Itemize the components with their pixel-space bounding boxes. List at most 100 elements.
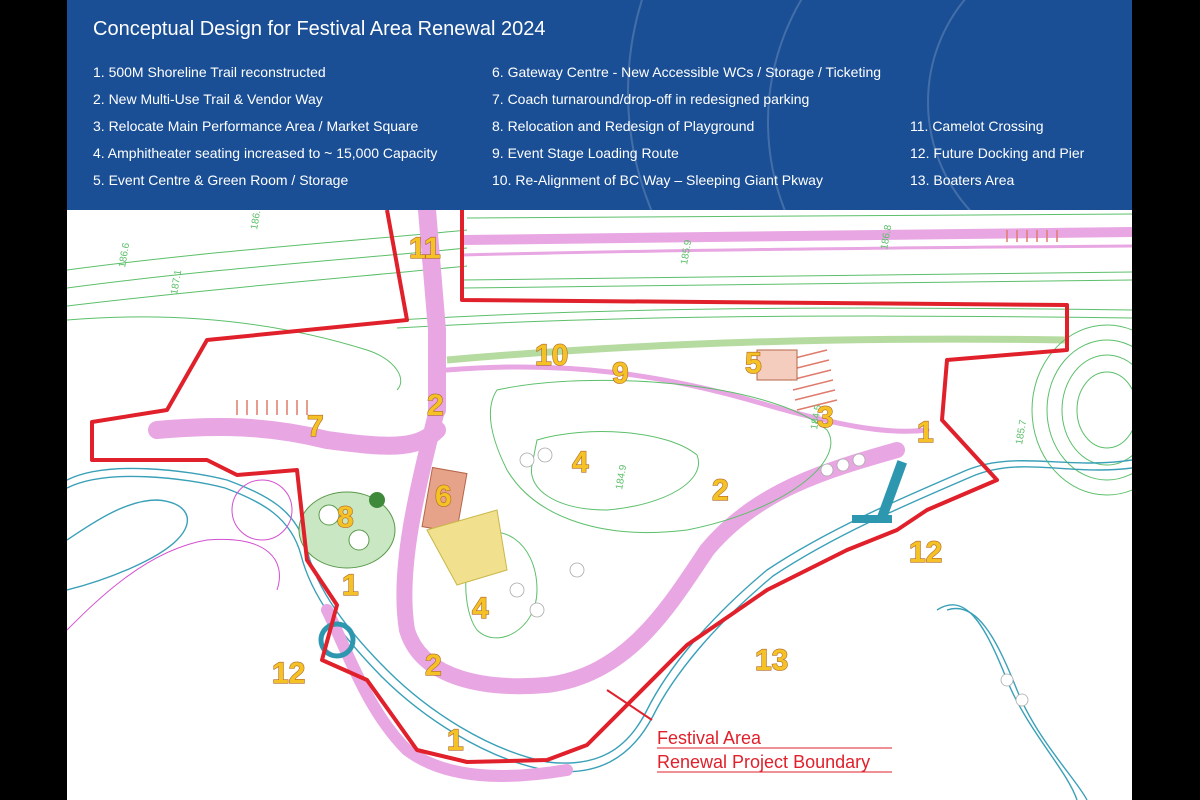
highway-band xyxy=(461,227,1132,257)
area-label-7: 7 xyxy=(307,410,324,443)
area-label-11: 11 xyxy=(409,232,441,265)
legend-item: 7. Coach turnaround/drop-off in redesign… xyxy=(492,91,810,107)
parking-hatch xyxy=(786,349,838,411)
area-labels: 1 1 1 2 2 2 3 4 4 5 6 7 8 9 10 11 12 12 … xyxy=(271,231,943,757)
contour-loop xyxy=(489,379,832,533)
contour-label: 186.7 xyxy=(249,210,264,231)
area-label-12: 12 xyxy=(272,657,305,690)
legend-item: 8. Relocation and Redesign of Playground xyxy=(492,118,755,134)
legend-item: 12. Future Docking and Pier xyxy=(910,145,1085,161)
area-label-12: 12 xyxy=(909,536,942,569)
header-swirl-decoration xyxy=(927,0,1132,210)
contour-loop xyxy=(530,431,699,511)
dock-pier xyxy=(877,460,907,520)
tree-icon xyxy=(509,582,525,598)
parking-stalls xyxy=(236,230,1058,415)
legend-item: 5. Event Centre & Green Room / Storage xyxy=(93,172,349,188)
playground-circle xyxy=(318,504,340,526)
header-swirl-decoration xyxy=(627,0,1132,210)
area-label-10: 10 xyxy=(535,339,568,372)
tree-icon xyxy=(369,492,385,508)
event-centre-building xyxy=(756,349,798,381)
contour-ring xyxy=(1061,354,1132,466)
contour-label: 186.6 xyxy=(117,242,132,269)
map-frame: Conceptual Design for Festival Area Rene… xyxy=(67,0,1132,800)
dock-circle xyxy=(318,621,356,659)
tree-icon xyxy=(529,602,545,618)
page-title: Conceptual Design for Festival Area Rene… xyxy=(93,18,546,40)
contour-line xyxy=(466,213,1132,219)
contour-label: 185.9 xyxy=(679,239,694,266)
area-label-2: 2 xyxy=(425,649,442,682)
legend-item: 13. Boaters Area xyxy=(910,172,1015,188)
docks xyxy=(318,460,907,659)
tree-icon xyxy=(537,447,553,463)
contour-label: 186.8 xyxy=(879,224,894,251)
contour-ring xyxy=(1076,371,1132,449)
tree-icon xyxy=(569,562,585,578)
legend-item: 3. Relocate Main Performance Area / Mark… xyxy=(93,118,419,134)
callout-line xyxy=(606,689,653,721)
area-label-6: 6 xyxy=(435,480,452,513)
trail-camelot-crossing xyxy=(418,210,446,419)
area-label-9: 9 xyxy=(612,357,629,390)
parkway-strip xyxy=(446,335,1068,364)
contour-ring xyxy=(1046,339,1132,481)
dock-pier xyxy=(852,515,892,523)
contour-loop xyxy=(465,531,538,639)
water-edge xyxy=(946,607,1088,800)
legend-item: 6. Gateway Centre - New Accessible WCs /… xyxy=(492,64,882,80)
contour-label: 184.5 xyxy=(809,404,824,431)
contour-line xyxy=(396,307,1132,321)
contour-line xyxy=(396,315,1132,329)
boundary-callout-line1: Festival Area xyxy=(657,728,762,748)
contour-label: 187.1 xyxy=(169,269,184,296)
playground-circle xyxy=(348,529,370,551)
trail-parking xyxy=(148,418,446,455)
header-swirl-decoration xyxy=(767,0,1132,210)
outline-path xyxy=(67,538,280,631)
area-label-4: 4 xyxy=(572,446,589,479)
area-label-1: 1 xyxy=(917,416,934,449)
road-contours xyxy=(67,213,1132,391)
legend-item: 4. Amphitheater seating increased to ~ 1… xyxy=(93,145,438,161)
area-label-5: 5 xyxy=(745,347,762,380)
tree-icon xyxy=(519,452,535,468)
playground-area xyxy=(298,491,396,569)
area-label-13: 13 xyxy=(755,644,788,677)
contour-line xyxy=(67,316,402,391)
contour-label: 184.9 xyxy=(614,464,629,491)
park-outline xyxy=(67,479,293,631)
hill-contours-right xyxy=(1031,324,1132,496)
boundary-callout-line2: Renewal Project Boundary xyxy=(657,752,870,772)
tree-icon xyxy=(820,463,834,477)
legend-item: 1. 500M Shoreline Trail reconstructed xyxy=(93,64,326,80)
area-label-3: 3 xyxy=(817,401,834,434)
area-label-1: 1 xyxy=(447,724,464,757)
legend-item: 9. Event Stage Loading Route xyxy=(492,145,679,161)
trail-loading-route xyxy=(444,364,930,434)
tree-icon xyxy=(852,453,866,467)
amphitheater-contours xyxy=(465,379,832,639)
tree-cluster xyxy=(509,447,1029,707)
parking-hatch xyxy=(1006,230,1058,242)
trail-multi-use xyxy=(396,402,905,695)
legend-item: 10. Re-Alignment of BC Way – Sleeping Gi… xyxy=(492,172,823,188)
tree-icon xyxy=(1000,673,1014,687)
site-plan-map: 186.6 187.1 186.7 185.9 186.8 184.9 184.… xyxy=(67,210,1132,800)
parking-hatch xyxy=(236,400,308,415)
contour-line xyxy=(461,271,1132,281)
tree-icon xyxy=(836,458,850,472)
area-label-2: 2 xyxy=(427,389,444,422)
water-edge xyxy=(67,499,189,591)
area-label-4: 4 xyxy=(472,592,489,625)
highway-lane xyxy=(461,244,1132,257)
tree-icon xyxy=(1015,693,1029,707)
roundabout-circle xyxy=(231,479,293,541)
gateway-plaza xyxy=(426,509,508,586)
contour-ring xyxy=(1031,324,1132,496)
legend-item: 11. Camelot Crossing xyxy=(910,118,1044,134)
contour-label: 185.7 xyxy=(1014,419,1029,446)
contour-line xyxy=(461,279,1132,289)
project-boundary xyxy=(90,210,1069,764)
